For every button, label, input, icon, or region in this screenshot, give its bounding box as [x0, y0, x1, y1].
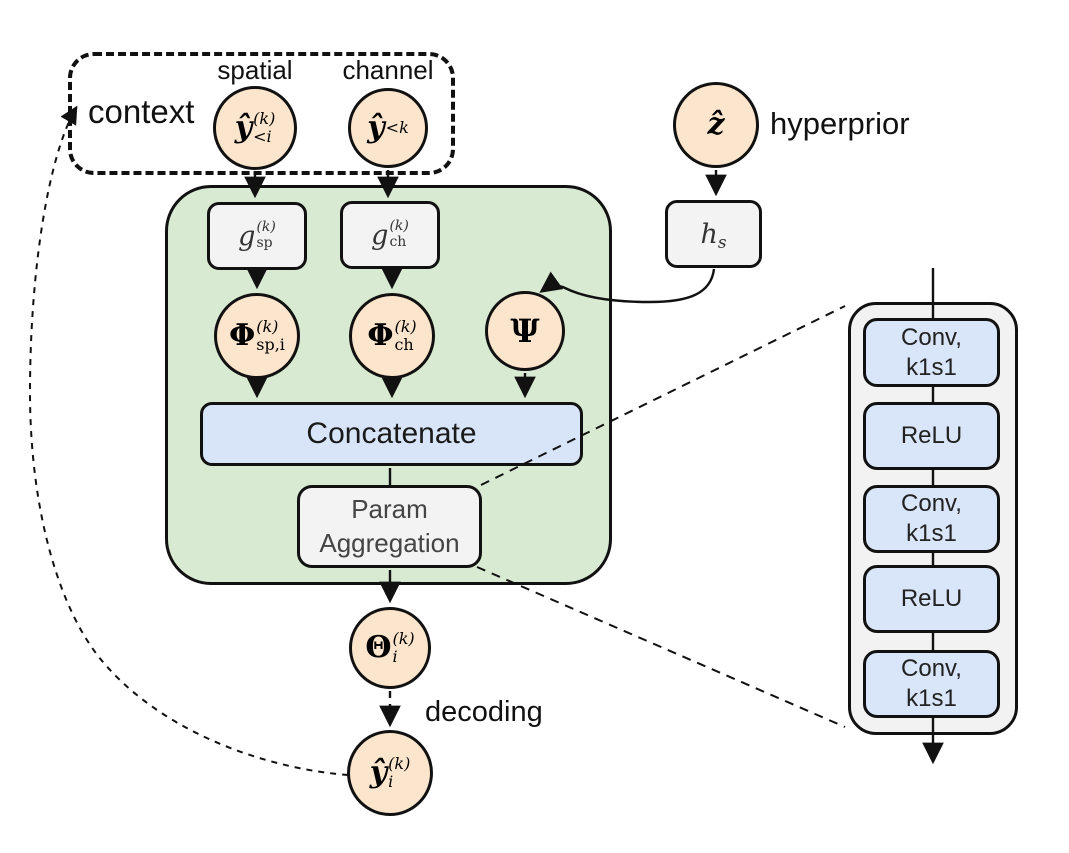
phi-ch-symbol: Φ	[367, 318, 394, 353]
channel-ctx-symbol: ŷ	[367, 110, 385, 145]
y-out-sup: (k)	[388, 754, 411, 774]
dashed-zoom-line-bottom	[476, 566, 846, 728]
node-y-out: ŷ(k)i	[347, 730, 433, 816]
y-out-sub: i	[388, 772, 394, 791]
hs-sub: s	[717, 232, 727, 253]
z-hat-symbol: ẑ	[707, 107, 725, 142]
phi-sp-symbol: Φ	[229, 318, 256, 353]
spatial-ctx-sup: (k)	[253, 109, 276, 129]
gch-sub: ch	[389, 234, 407, 250]
spatial-ctx-symbol: ŷ	[234, 110, 253, 145]
theta-sub: i	[392, 647, 398, 666]
phi-sp-sub: sp,i	[256, 335, 285, 354]
conv-layer-2: Conv, k1s1	[863, 485, 1000, 553]
conv-layer-3: Conv, k1s1	[863, 650, 1000, 718]
gch-transform-box: g(k)ch	[340, 201, 440, 269]
hyperprior-label: hyperprior	[770, 106, 910, 141]
decoding-label: decoding	[425, 696, 543, 728]
channel-label: channel	[342, 55, 434, 85]
param-aggregation-block: Param Aggregation	[297, 485, 482, 568]
channel-ctx-sup: <k	[385, 118, 409, 138]
psi-symbol: Ψ	[510, 312, 540, 350]
gsp-sup: (k)	[256, 219, 276, 236]
gsp-sub: sp	[256, 235, 273, 251]
node-phi-spatial: Φ(k)sp,i	[214, 293, 300, 379]
node-psi: Ψ	[485, 291, 565, 371]
node-channel-context: ŷ<k	[348, 88, 428, 168]
gsp-symbol: g	[238, 220, 256, 252]
context-label: context	[88, 93, 195, 130]
spatial-label: spatial	[217, 55, 293, 85]
conv-layer-1: Conv, k1s1	[863, 318, 1000, 387]
node-spatial-context: ŷ(k)<i	[213, 86, 297, 170]
dashed-zoom-line-top	[480, 305, 846, 486]
dashed-feedback-yout-to-context	[28, 105, 349, 776]
gsp-transform-box: g(k)sp	[207, 202, 307, 270]
node-z-hat: ẑ	[673, 82, 759, 168]
theta-symbol: Θ	[365, 630, 392, 665]
phi-ch-sub: ch	[394, 335, 414, 354]
relu-layer-2: ReLU	[863, 565, 1000, 633]
y-out-symbol: ŷ	[369, 755, 388, 790]
relu-layer-1: ReLU	[863, 402, 1000, 470]
gch-sup: (k)	[389, 218, 409, 235]
theta-sup: (k)	[392, 629, 415, 649]
phi-ch-sup: (k)	[394, 317, 417, 337]
node-phi-channel: Φ(k)ch	[349, 293, 435, 379]
spatial-ctx-sub: <i	[253, 127, 272, 146]
node-theta: Θ(k)i	[349, 607, 431, 689]
phi-sp-sup: (k)	[256, 317, 279, 337]
gch-symbol: g	[371, 219, 389, 251]
hs-symbol: h	[700, 218, 718, 250]
concatenate-block: Concatenate	[200, 402, 583, 466]
curve-hs-to-psi	[539, 268, 716, 304]
